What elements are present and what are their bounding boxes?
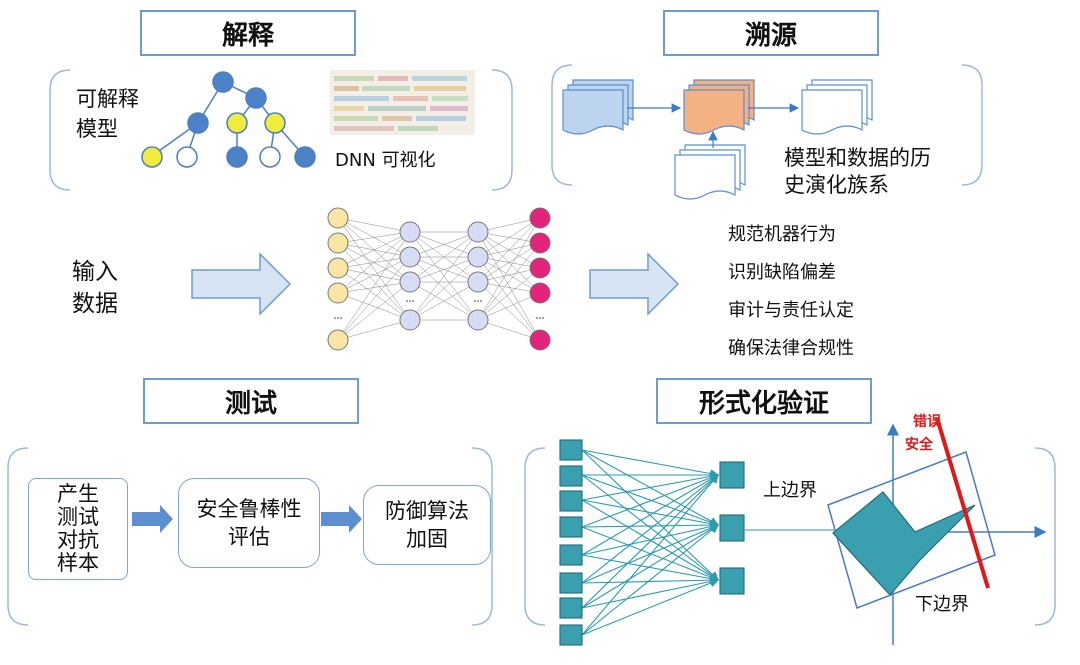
test-bracket: [7, 447, 493, 626]
trace-title: 溯源: [663, 10, 879, 56]
test-step-generate: 产生 测试 对抗 样本: [28, 478, 128, 580]
test-title: 测试: [143, 378, 359, 424]
explain-bracket: [49, 69, 513, 191]
test-arrow-2-icon: [321, 505, 362, 533]
test-step-defense: 防御算法 加固: [363, 485, 491, 565]
interpretable-tree-icon: [141, 71, 316, 168]
interpretable-model-label: 可解释 模型: [76, 87, 139, 141]
output-arrow-icon: [589, 252, 680, 316]
safe-label: 安全: [905, 437, 933, 453]
test-step-robustness: 安全鲁棒性 评估: [178, 478, 320, 568]
input-data-label: 输入 数据: [72, 259, 118, 317]
dnn-visualization-image: [330, 70, 475, 135]
trace-documents-icon: [562, 79, 873, 200]
trace-bracket: [551, 64, 983, 186]
formal-title: 形式化验证: [656, 378, 872, 424]
output-item: 规范机器行为: [728, 224, 836, 245]
upper-bound-label: 上边界: [763, 480, 817, 501]
formal-bracket: [524, 447, 1056, 626]
trace-history-label: 模型和数据的历 史演化族系: [784, 146, 931, 197]
neural-network-icon: [327, 207, 551, 351]
input-arrow-icon: [191, 252, 292, 316]
test-step-generate-label: 产生 测试 对抗 样本: [57, 482, 99, 575]
lower-bound-label: 下边界: [915, 594, 969, 615]
test-step-robustness-label: 安全鲁棒性 评估: [196, 497, 302, 549]
verification-network-icon: [559, 439, 835, 646]
test-step-defense-label: 防御算法 加固: [385, 499, 469, 551]
explain-title: 解释: [140, 10, 356, 56]
test-arrow-1-icon: [132, 505, 173, 533]
output-item: 确保法律合规性: [728, 338, 854, 359]
output-item: 审计与责任认定: [728, 300, 854, 321]
error-label: 错误: [913, 414, 941, 430]
output-item: 识别缺陷偏差: [728, 262, 836, 283]
verification-plot-icon: [827, 417, 1047, 645]
dnn-visualization-label: DNN 可视化: [335, 150, 436, 171]
